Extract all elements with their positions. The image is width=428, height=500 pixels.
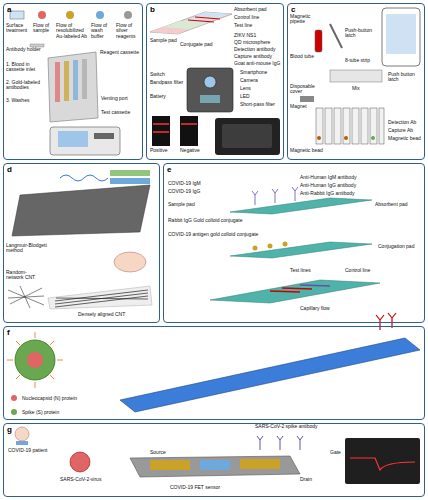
part-label: Negative <box>180 148 200 153</box>
part-label: Switch <box>150 72 165 77</box>
part-label: COVID-19 IgG <box>168 189 201 194</box>
part-label: Blood tube <box>290 54 314 59</box>
part-label: Sample pad <box>168 202 195 207</box>
part-label: Magnet <box>290 104 307 109</box>
panel-letter: g <box>7 426 424 434</box>
part-label: Conjugate pad <box>180 42 213 47</box>
part-label: LED <box>240 94 250 99</box>
part-label: Detection Ab <box>388 120 416 125</box>
part-label: Sample pad <box>150 38 177 43</box>
panel-letter: f <box>7 329 424 337</box>
part-label: Rabbit IgG Gold colloid conjugate <box>168 218 243 223</box>
part-label: Magnetic bead <box>290 148 323 153</box>
part-label: Spike (S) protein <box>22 410 59 415</box>
part-label: Disposable cover <box>290 84 326 95</box>
part-label: Control line <box>234 15 259 20</box>
part-label: Lens <box>240 86 251 91</box>
part-label: QD microsphere <box>234 40 270 45</box>
part-label: Test line <box>234 23 252 28</box>
part-label: 8-tube strip <box>345 58 370 63</box>
part-label: Battery <box>150 94 166 99</box>
part-label: Detection antibody <box>234 47 275 52</box>
part-label: Anti-Human IgM antibody <box>300 175 356 180</box>
part-label: Reagent cassette <box>100 50 140 55</box>
part-label: Capture antibody <box>234 54 272 59</box>
part-label: Flow of sample <box>33 23 55 34</box>
part-label: Push button latch <box>388 72 420 83</box>
part-label: Absorbent pad <box>375 202 408 207</box>
part-label: Random-network CNT <box>6 270 42 281</box>
part-label: 2. Gold-labeled antibodies <box>6 80 46 91</box>
part-label: ZIKV NS1 <box>234 33 256 38</box>
part-label: Capillary flow <box>300 306 330 311</box>
part-label: Flow of resolubilized Au-labeled Ab <box>56 23 89 39</box>
part-label: Anti-Human IgG antibody <box>300 183 356 188</box>
panel-letter: a <box>7 6 142 14</box>
part-label: SARS-CoV-2-virus <box>60 477 101 482</box>
part-label: Short-pass filter <box>240 102 275 107</box>
part-label: Conjugation pad <box>378 244 414 249</box>
part-label: Control line <box>345 268 370 273</box>
part-label: COVID-19 patient <box>8 448 47 453</box>
part-label: Smartphone <box>240 70 267 75</box>
part-label: 1. Blood in cassette inlet <box>6 62 46 73</box>
panel-letter: d <box>7 166 159 174</box>
part-label: Push-button latch <box>345 28 378 39</box>
part-label: Flow of silver reagents <box>116 23 142 39</box>
part-label: Capture Ab <box>388 128 413 133</box>
part-label: Test lines <box>290 268 311 273</box>
part-label: SARS-CoV-2 spike antibody <box>255 424 318 429</box>
part-label: Venting port <box>101 96 141 101</box>
part-label: 3. Washes <box>6 98 46 103</box>
part-label: Source <box>150 450 166 455</box>
part-label: COVID-19 antigen gold colloid conjugate <box>168 232 258 237</box>
part-label: Positive <box>150 148 168 153</box>
part-label: Nucleocapsid (N) protein <box>22 396 77 401</box>
part-label: Magnetic bead <box>388 136 421 141</box>
part-label: Mix <box>352 86 360 91</box>
panel-letter: c <box>291 6 424 14</box>
panel-letter: e <box>167 166 424 174</box>
part-label: Langmuir-Blodgett method <box>6 243 52 254</box>
part-label: Drain <box>300 477 312 482</box>
part-label: Magnetic pipette <box>290 14 326 25</box>
part-label: COVID-19 IgM <box>168 181 201 186</box>
part-label: Goat anti-mouse IgG <box>234 61 280 66</box>
part-label: Absorbent pad <box>234 7 267 12</box>
part-label: Camera <box>240 78 258 83</box>
part-label: Test cassette <box>101 110 141 115</box>
part-label: Anti-Rabbit IgG antibody <box>300 191 354 196</box>
panel-frame: e <box>163 163 425 323</box>
part-label: Densely aligned CNT <box>78 312 125 317</box>
panel-frame: f <box>3 326 425 420</box>
part-label: Bandpass filter <box>150 80 184 85</box>
part-label: Surface treatment <box>6 23 31 34</box>
part-label: COVID-19 FET sensor <box>170 485 220 490</box>
part-label: Flow of wash buffer <box>91 23 115 39</box>
part-label: Antibody holder <box>6 47 46 52</box>
part-label: Gate <box>330 450 341 455</box>
